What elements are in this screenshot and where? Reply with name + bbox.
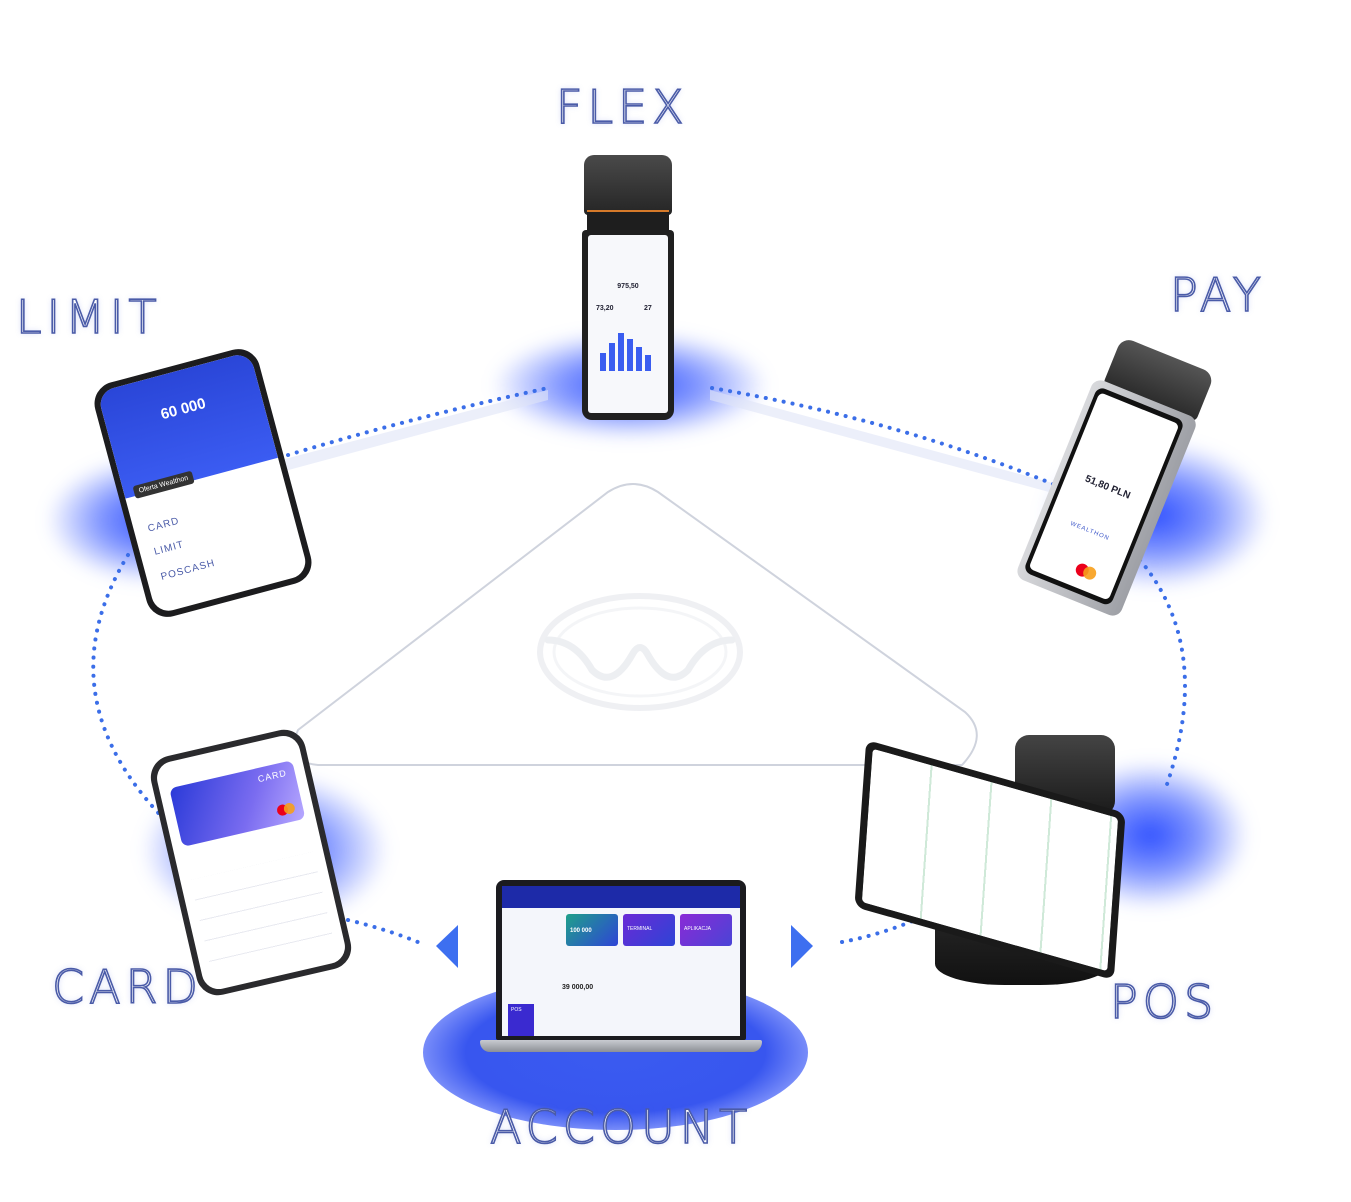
printer-head [584,155,672,215]
pos-side-panel: POS [508,1004,534,1036]
limit-amount: 60 000 [158,394,208,424]
mastercard-icon [1073,561,1099,582]
label-limit: LIMIT [15,289,162,345]
account-balance: 39 000,00 [562,984,594,991]
tile-1[interactable]: 100 000 [566,914,618,946]
link-pay-pos [1138,558,1187,792]
label-card: CARD [51,959,203,1015]
pay-amount: 51,80 PLN [1083,473,1132,502]
tile-terminal-label: TERMINAL [627,926,653,932]
label-flex: FLEX [555,79,689,135]
wealthon-logo-icon [537,593,743,711]
card-label: CARD [256,767,288,785]
tile-aplikacja-label: APLIKACJA [684,926,711,932]
flex-sub-right: 27 [644,305,652,312]
limit-item-poscash[interactable]: POSCASH [159,557,217,583]
center-triangle [293,483,978,766]
arrow-left-icon [436,925,458,968]
mastercard-icon [275,801,296,817]
account-laptop: 100 000 TERMINAL APLIKACJA 39 000,00 POS [480,880,762,1060]
arrow-right-icon [791,925,813,968]
transaction-list [190,851,334,968]
pos-terminal [850,735,1150,985]
limit-item-card[interactable]: CARD [146,515,181,535]
flex-terminal: 975,50 73,20 27 [582,155,674,420]
label-pay: PAY [1169,267,1266,323]
label-account: ACCOUNT [489,1099,753,1155]
laptop-base [480,1040,762,1052]
tile-amount: 100 000 [570,928,592,934]
flex-sub-left: 73,20 [596,305,614,312]
tile-aplikacja[interactable]: APLIKACJA [680,914,732,946]
pos-side-label: POS [511,1007,522,1013]
virtual-card[interactable]: CARD [169,760,306,847]
label-pos: POS [1109,974,1219,1030]
flex-amount: 975,50 [617,283,639,290]
tile-terminal[interactable]: TERMINAL [623,914,675,946]
terminal-screen: 975,50 73,20 27 [588,235,668,413]
dashboard-header [502,886,740,908]
link-limit-flex [260,386,550,465]
flex-bar-chart [600,333,651,371]
limit-item-limit[interactable]: LIMIT [152,539,186,558]
pay-brand: WEALTHON [1069,521,1111,543]
laptop-screen: 100 000 TERMINAL APLIKACJA 39 000,00 POS [502,886,740,1036]
link-card-account [346,918,427,947]
